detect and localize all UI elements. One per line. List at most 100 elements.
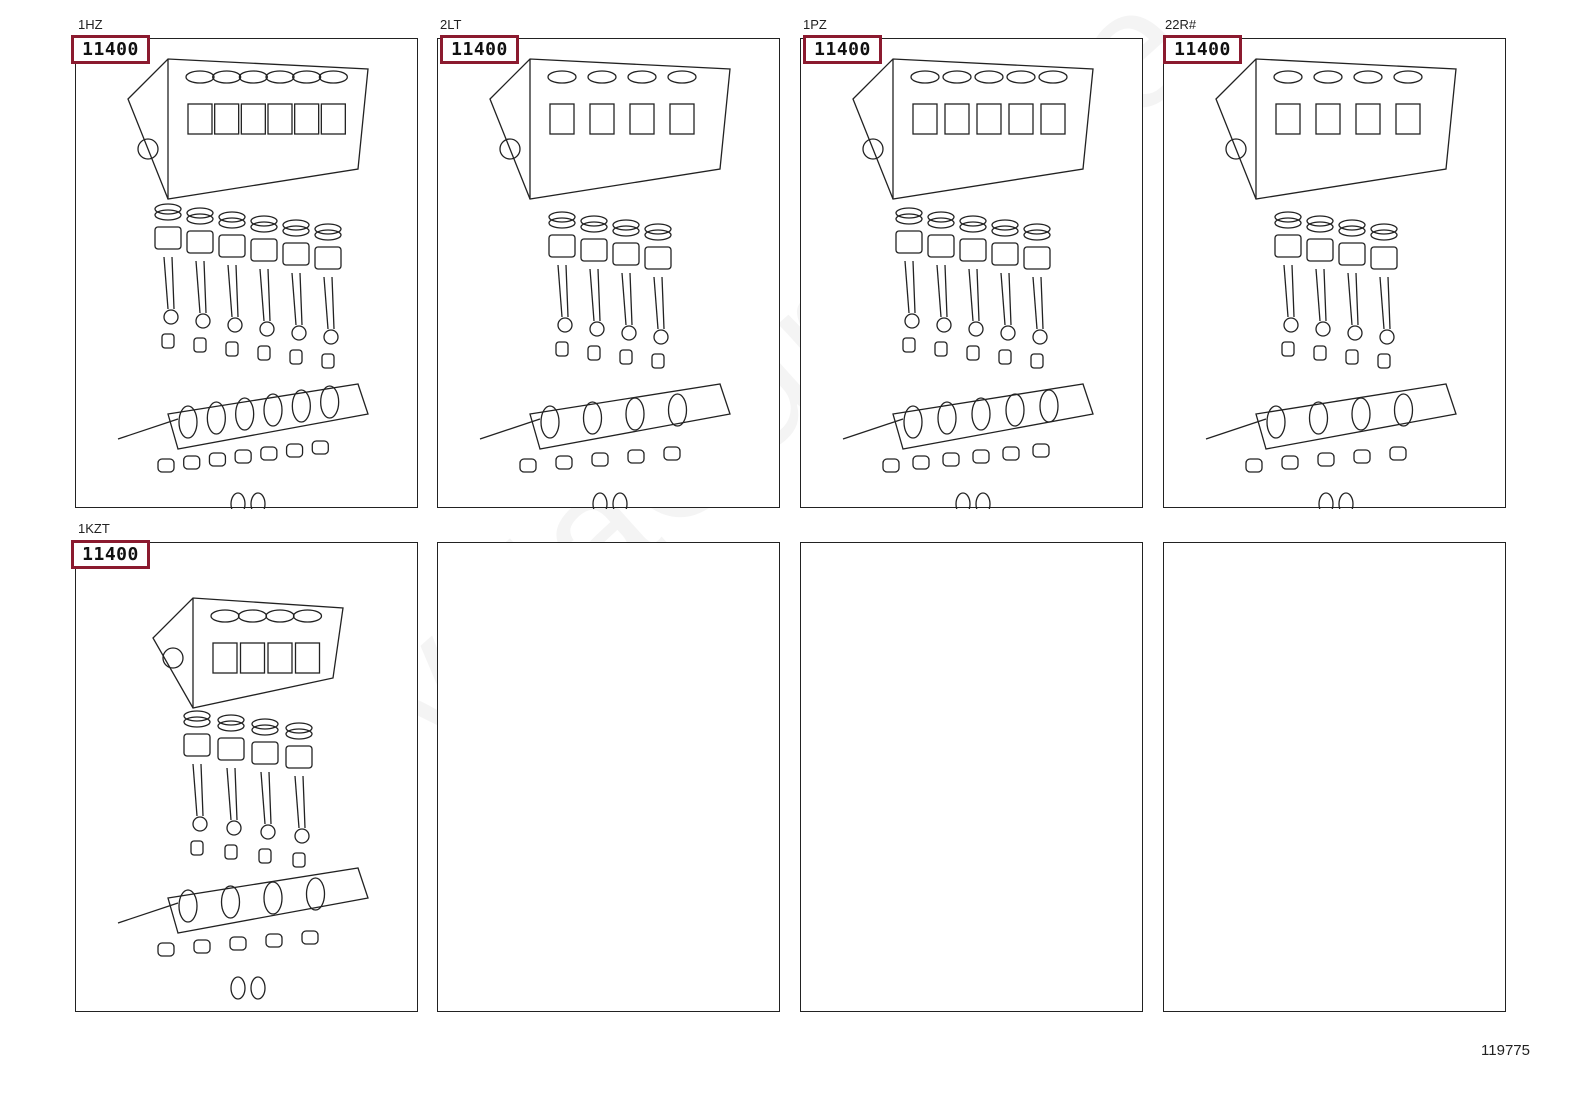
- main-bearing: [234, 449, 252, 464]
- piston-ring: [1274, 217, 1302, 229]
- piston: [250, 238, 278, 262]
- block-rib: [1040, 103, 1066, 135]
- crankshaft-snout: [842, 418, 904, 440]
- rod-bearing: [1377, 353, 1391, 369]
- piston-ring: [612, 219, 640, 231]
- piston: [548, 234, 576, 258]
- rod-big-end: [1000, 325, 1016, 341]
- main-bearing: [942, 452, 960, 467]
- connecting-rod: [936, 264, 942, 318]
- main-bearing: [882, 458, 900, 473]
- rod-bearing: [190, 840, 204, 856]
- rod-bearing: [321, 353, 335, 369]
- engine-assembly-drawing-1pz: [842, 58, 1094, 509]
- piston: [612, 242, 640, 266]
- crank-web: [1393, 393, 1414, 427]
- cylinder-bore: [292, 609, 323, 623]
- diagram-panel-empty-1: [437, 542, 780, 1012]
- block-rib: [187, 103, 213, 135]
- piston-ring: [1023, 223, 1051, 235]
- connecting-rod: [171, 256, 175, 310]
- main-bearing: [519, 458, 537, 473]
- piston-ring: [285, 722, 313, 734]
- piston-ring: [1338, 225, 1366, 237]
- connecting-rod: [1355, 272, 1359, 326]
- thrust-washer: [1318, 492, 1334, 509]
- piston: [927, 234, 955, 258]
- piston-ring: [1370, 229, 1398, 241]
- piston-ring: [282, 225, 310, 237]
- block-rib: [1275, 103, 1301, 135]
- piston-ring: [927, 211, 955, 223]
- diagram-panel-22r: [1163, 38, 1506, 509]
- connecting-rod: [294, 775, 300, 829]
- diagram-panel-empty-3: [1163, 542, 1506, 1012]
- rod-bearing: [966, 345, 980, 361]
- main-bearing: [1032, 443, 1050, 458]
- connecting-rod: [291, 272, 297, 326]
- rod-big-end: [1347, 325, 1363, 341]
- connecting-rod: [589, 268, 595, 322]
- piston-ring: [991, 225, 1019, 237]
- engine-label-1kzt: 1KZT: [78, 521, 110, 536]
- crankshaft-snout: [1205, 418, 1267, 440]
- piston-ring: [1338, 219, 1366, 231]
- connecting-rod: [163, 256, 169, 310]
- part-number-link-1hz[interactable]: 11400: [71, 35, 150, 64]
- rod-big-end: [195, 313, 211, 329]
- connecting-rod: [192, 763, 198, 817]
- piston-ring: [154, 209, 182, 221]
- connecting-rod: [1032, 276, 1038, 330]
- piston-ring: [1306, 221, 1334, 233]
- part-number-link-1pz[interactable]: 11400: [803, 35, 882, 64]
- part-number-link-2lt[interactable]: 11400: [440, 35, 519, 64]
- rod-bearing: [998, 349, 1012, 365]
- block-rib: [1355, 103, 1381, 135]
- connecting-rod: [1323, 268, 1327, 322]
- piston-ring: [644, 223, 672, 235]
- piston-ring: [959, 221, 987, 233]
- thrust-washer: [250, 492, 266, 509]
- thrust-washer: [230, 492, 246, 509]
- piston: [895, 230, 923, 254]
- piston-ring: [183, 710, 211, 722]
- rod-bearing: [258, 848, 272, 864]
- block-rib: [294, 103, 320, 135]
- connecting-rod: [195, 260, 201, 314]
- connecting-rod: [976, 268, 980, 322]
- piston-ring: [154, 203, 182, 215]
- piston: [959, 238, 987, 262]
- piston: [282, 242, 310, 266]
- crank-web: [1351, 397, 1371, 431]
- cylinder-bore: [587, 70, 617, 84]
- rod-big-end: [557, 317, 573, 333]
- main-bearing: [301, 930, 319, 945]
- rod-bearing: [193, 337, 207, 353]
- cylinder-bore: [667, 70, 697, 84]
- main-bearing: [157, 942, 175, 957]
- connecting-rod: [557, 264, 563, 318]
- crank-web: [291, 389, 311, 423]
- piston-ring: [895, 207, 923, 219]
- part-number-link-1kzt[interactable]: 11400: [71, 540, 150, 569]
- rod-bearing: [225, 341, 239, 357]
- illustration-reference-number: 119775: [1481, 1042, 1530, 1059]
- connecting-rod: [1000, 272, 1006, 326]
- crank-web: [540, 405, 560, 439]
- crank-web: [235, 397, 255, 431]
- line-art-group: [842, 58, 1094, 509]
- block-rib: [240, 103, 266, 135]
- connecting-rod: [1347, 272, 1353, 326]
- piston-ring: [218, 211, 246, 223]
- part-number-link-22r[interactable]: 11400: [1163, 35, 1242, 64]
- block-rib: [267, 103, 293, 135]
- rod-bearing: [1030, 353, 1044, 369]
- connecting-rod: [302, 775, 306, 829]
- rod-bearing: [587, 345, 601, 361]
- connecting-rod: [267, 268, 271, 322]
- piston-ring: [1306, 215, 1334, 227]
- crank-web: [1039, 389, 1059, 423]
- rod-big-end: [1283, 317, 1299, 333]
- cylinder-bore: [265, 70, 295, 84]
- piston: [644, 246, 672, 270]
